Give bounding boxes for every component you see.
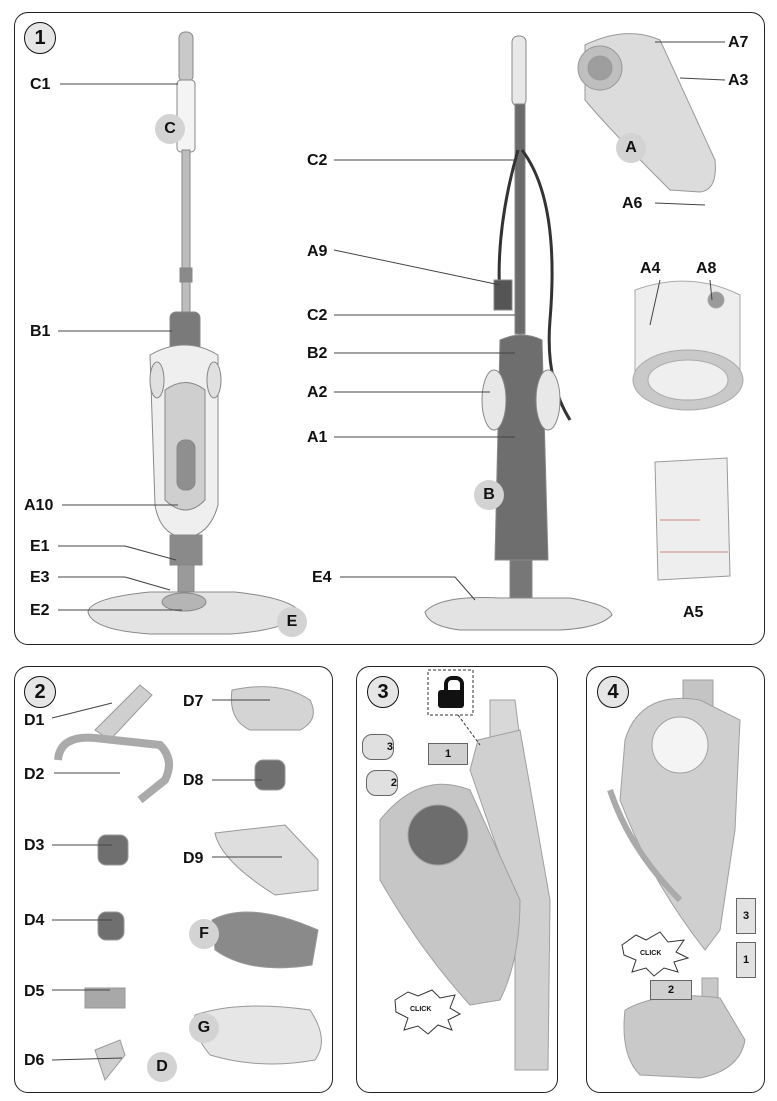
label-D1: D1: [24, 712, 45, 729]
label-E: E: [277, 607, 307, 637]
panel2-leader-lines: [51, 699, 282, 1061]
arrow-3: 3: [362, 734, 394, 760]
label-A: A: [616, 133, 646, 163]
arrow-2-right: 2: [650, 980, 692, 1000]
arrow-1: 1: [428, 743, 468, 765]
label-A2: A2: [307, 384, 328, 401]
label-D7: D7: [183, 693, 204, 710]
filter-cartridge: [654, 457, 731, 581]
label-D2: D2: [24, 766, 45, 783]
click-burst-text: CLICK: [410, 1006, 432, 1013]
label-E3: E3: [30, 569, 50, 586]
label-D4: D4: [24, 912, 45, 929]
upright-mop-side: [424, 35, 613, 631]
label-B2: B2: [307, 345, 328, 362]
click-burst-text-4: CLICK: [640, 950, 662, 957]
arrow-1-down: 1: [736, 942, 756, 978]
label-A8: A8: [696, 260, 717, 277]
arrow-3-up: 3: [736, 898, 756, 934]
label-A10: A10: [24, 497, 54, 514]
label-G: G: [189, 1013, 219, 1043]
label-E2: E2: [30, 602, 50, 619]
label-C2-upper: C2: [307, 152, 328, 169]
handheld-unit-A: [577, 33, 716, 193]
label-A5: A5: [683, 604, 704, 621]
accessories: [54, 684, 322, 1082]
label-F: F: [189, 919, 219, 949]
label-A1: A1: [307, 429, 328, 446]
label-D: D: [147, 1052, 177, 1082]
label-C2-lower: C2: [307, 307, 328, 324]
leader-lines: [58, 41, 726, 611]
label-A7: A7: [728, 34, 749, 51]
label-D8: D8: [183, 772, 204, 789]
panel-number-3: 3: [367, 676, 399, 708]
lock-icon: [436, 676, 466, 708]
panel1-illustration: [58, 31, 744, 635]
label-D6: D6: [24, 1052, 45, 1069]
label-A9: A9: [307, 243, 328, 260]
panel-number-2: 2: [24, 676, 56, 708]
label-D3: D3: [24, 837, 45, 854]
label-A3: A3: [728, 72, 749, 89]
label-B1: B1: [30, 323, 51, 340]
panel-number-4: 4: [597, 676, 629, 708]
label-D5: D5: [24, 983, 45, 1000]
arrow-2: 2: [366, 770, 398, 796]
label-E4: E4: [312, 569, 332, 586]
label-E1: E1: [30, 538, 50, 555]
label-B: B: [474, 480, 504, 510]
label-A4: A4: [640, 260, 661, 277]
label-D9: D9: [183, 850, 204, 867]
label-A6: A6: [622, 195, 643, 212]
label-C: C: [155, 114, 185, 144]
panel-number-1: 1: [24, 22, 56, 54]
label-C1: C1: [30, 76, 51, 93]
upright-mop-front: [87, 31, 301, 635]
water-tank: [632, 280, 744, 411]
